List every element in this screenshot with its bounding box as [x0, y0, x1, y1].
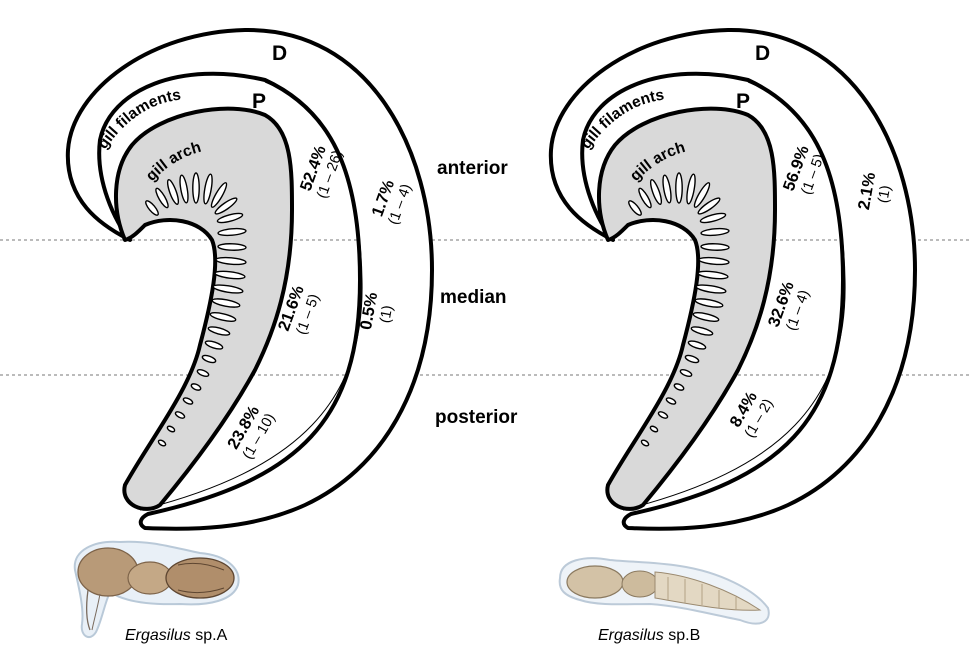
value-b-dist-anterior-range: (1) — [875, 184, 894, 204]
species-b-genus: Ergasilus — [598, 627, 664, 644]
region-label-anterior: anterior — [437, 158, 508, 179]
distal-label-a: D — [272, 42, 287, 65]
proximal-label-b: P — [736, 90, 750, 113]
distal-label-b: D — [755, 42, 770, 65]
copepod-image-a — [75, 542, 239, 637]
gill-arch-b — [599, 109, 775, 509]
proximal-label-a: P — [252, 90, 266, 113]
value-b-prox-posterior: 8.4% (1 – 2) — [725, 387, 776, 441]
species-caption-a: Ergasilus sp.A — [125, 627, 228, 644]
species-caption-b: Ergasilus sp.B — [598, 627, 700, 644]
value-a-dist-median-range: (1) — [377, 304, 396, 324]
region-label-median: median — [440, 287, 507, 308]
species-b-suffix: sp.B — [664, 627, 700, 644]
region-label-posterior: posterior — [435, 407, 518, 428]
species-a-genus: Ergasilus — [125, 627, 191, 644]
gill-diagram-a: D P gill filaments gill arch 52.4% (1 – … — [68, 30, 432, 529]
species-a-suffix: sp.A — [191, 627, 228, 644]
copepod-image-b — [560, 558, 769, 623]
gill-diagram-b — [551, 30, 915, 529]
value-b-prox-median: 32.6% (1 – 4) — [765, 279, 814, 335]
gill-arch-a — [116, 109, 292, 509]
